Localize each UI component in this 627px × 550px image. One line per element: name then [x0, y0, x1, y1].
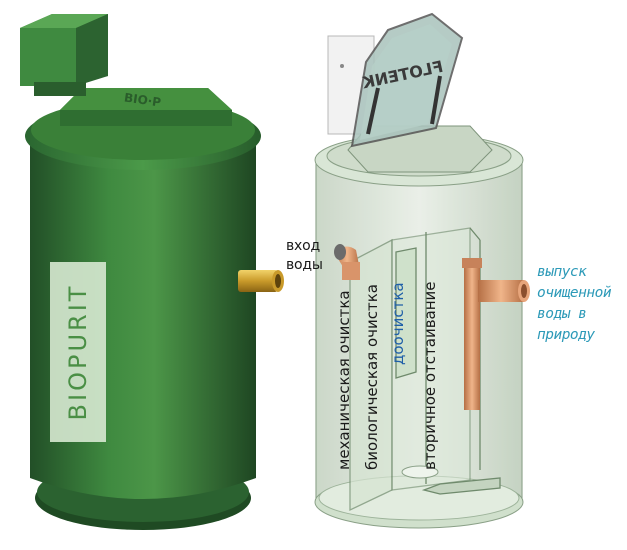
logo-panel: [50, 262, 106, 442]
outlet-label-text: выпуск очищенной воды в природу: [537, 264, 612, 343]
stage-post-label: доочистка: [389, 282, 407, 365]
lid-emboss: BIO·P: [123, 91, 162, 110]
inlet-pipe-orange: [334, 244, 360, 280]
outlet-riser: [462, 258, 482, 410]
stage-biological-label: биологическая очистка: [363, 284, 381, 470]
inlet-pipe-brass: [238, 270, 284, 292]
open-lid: FLOTENK: [350, 12, 464, 148]
inlet-label-text: вход воды: [286, 238, 323, 273]
stage-mechanical-label: механическая очистка: [335, 290, 353, 470]
cutaway-tank: FLOTENK: [314, 12, 530, 529]
brand-logo: BIOPURIT: [64, 284, 92, 421]
stage-secondary-label: вторичное отстаивание: [421, 281, 439, 470]
inlet-label: вход воды: [286, 237, 323, 275]
internal-partitions: [349, 227, 501, 512]
green-tank: BIO·P BIOPURIT: [20, 14, 284, 530]
outlet-pipe: [478, 280, 530, 302]
outlet-label: выпуск очищенной воды в природу: [537, 262, 612, 346]
